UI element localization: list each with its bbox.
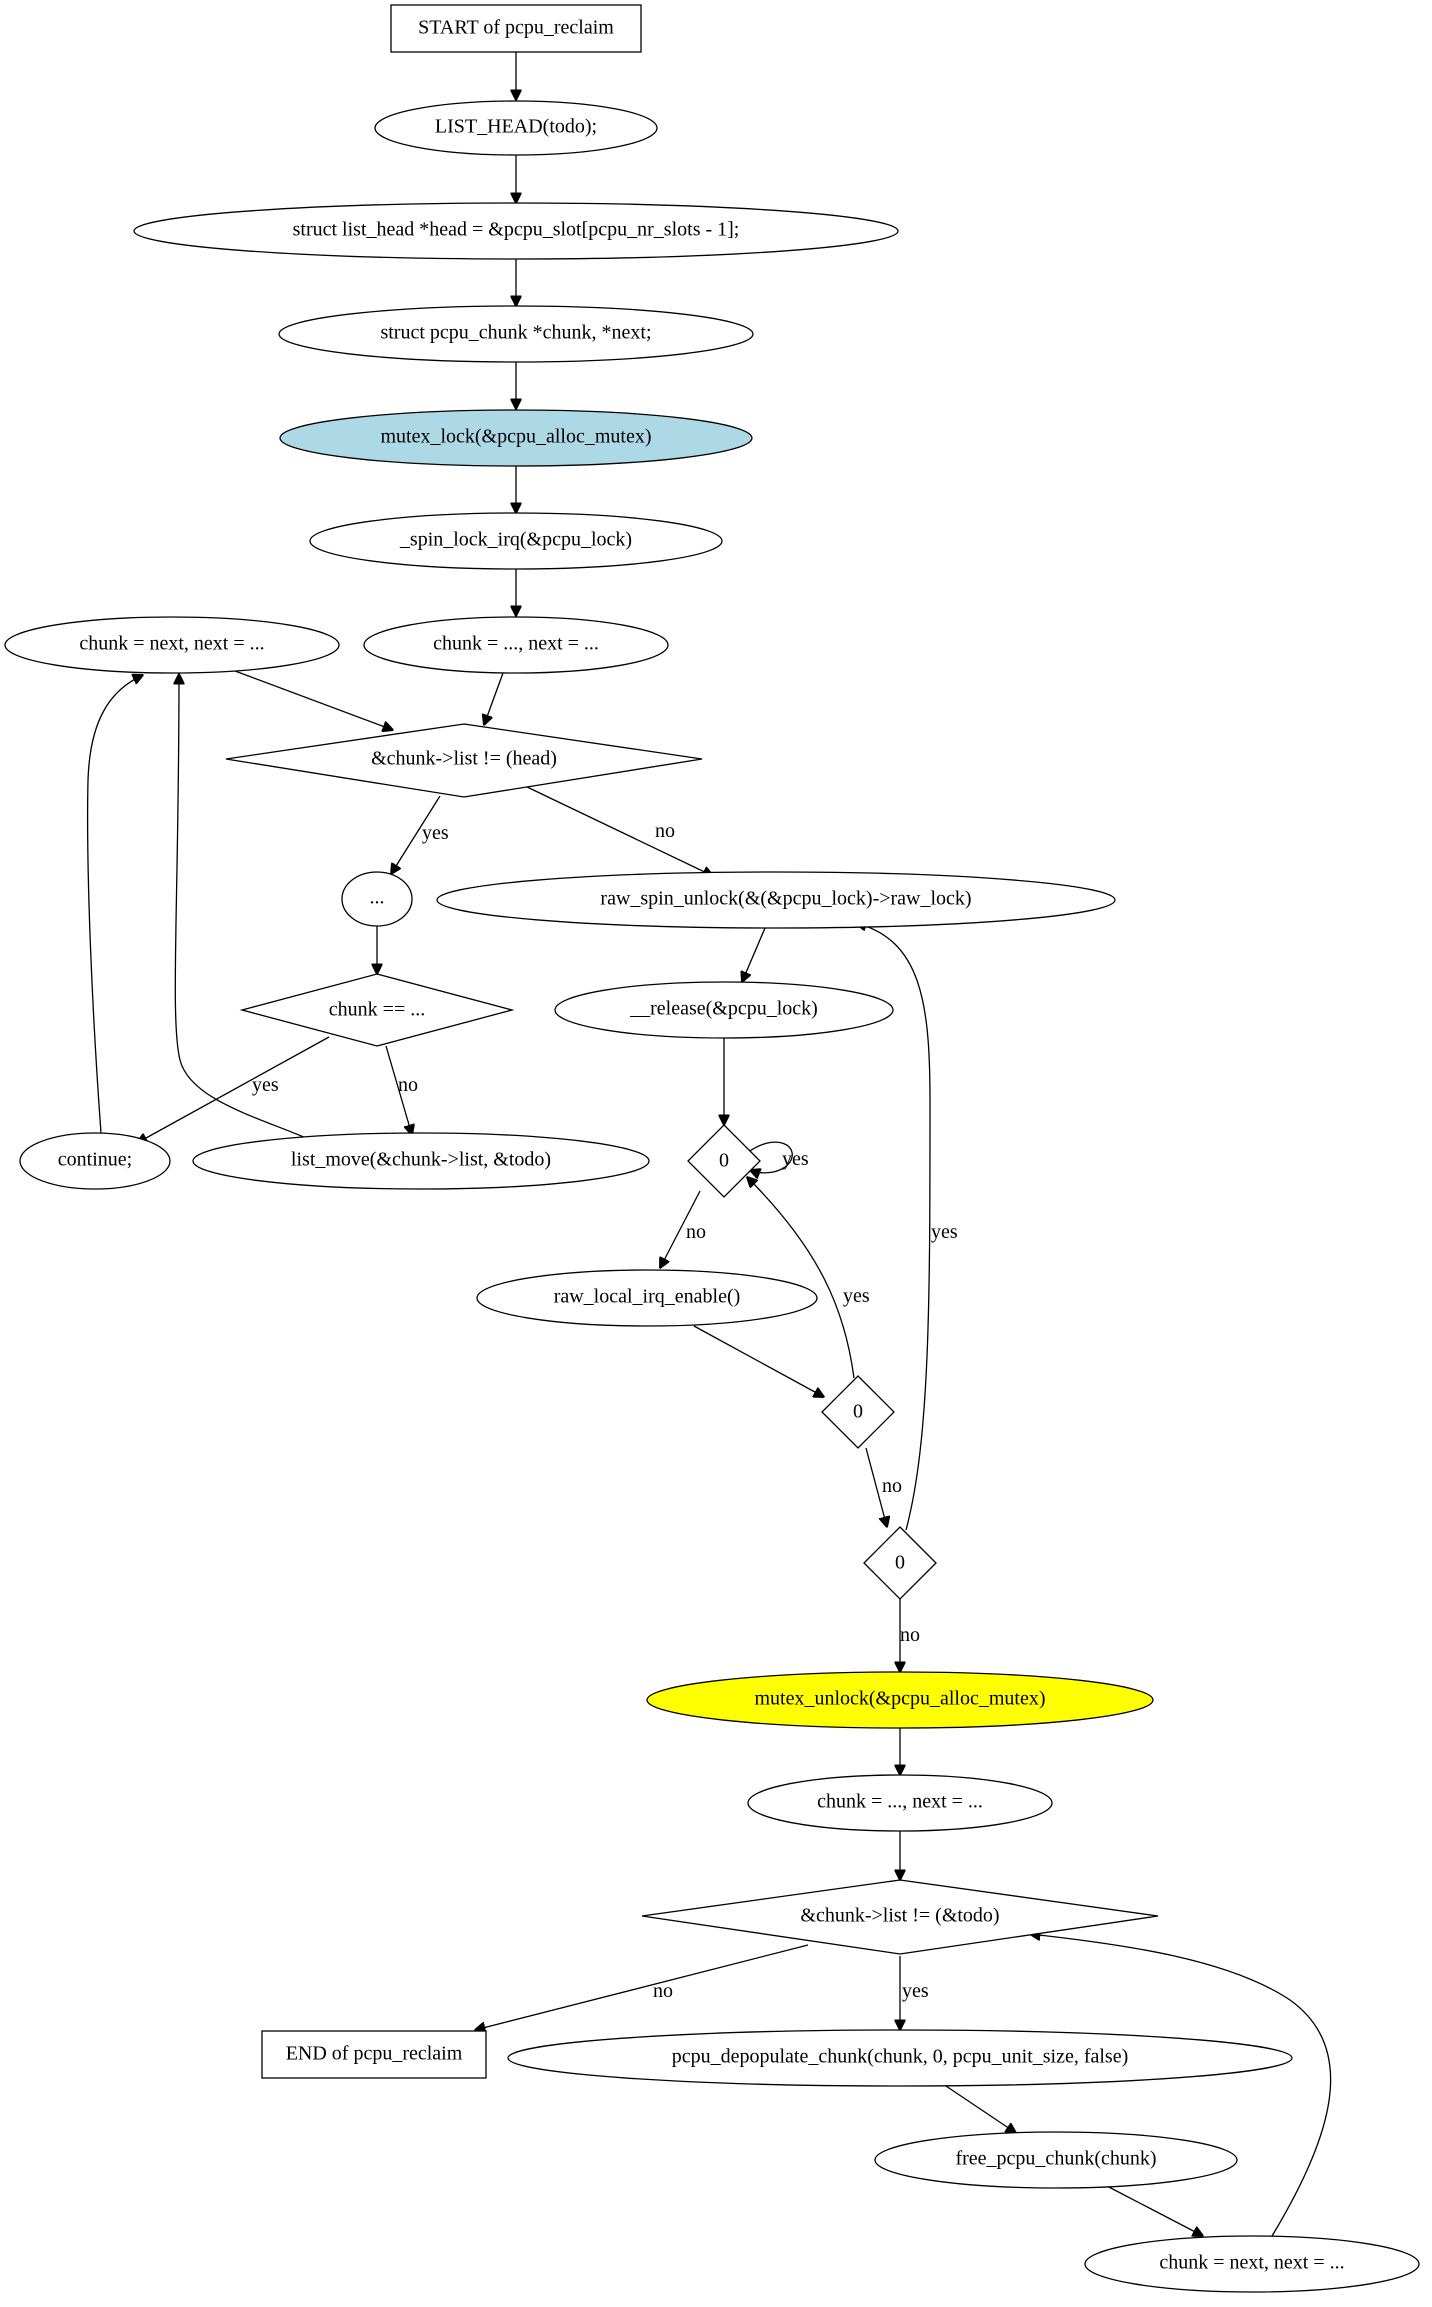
edge-chunk-eq-no-to-list-move xyxy=(385,1045,412,1135)
edge-label-no: no xyxy=(653,1980,673,2002)
release-node xyxy=(554,981,894,1039)
edge-zero3-yes-to-raw-unlock xyxy=(856,923,931,1531)
loop1-condition-diamond xyxy=(225,723,703,798)
loop2-next-label: chunk = next, next = ... xyxy=(1159,2252,1344,2274)
list-move-label: list_move(&chunk->list, &todo) xyxy=(291,1149,551,1171)
loop2-condition-label: &chunk->list != (&todo) xyxy=(800,1905,999,1927)
edge-zero1-no-to-irq-enable xyxy=(660,1190,701,1268)
edge-label-no: no xyxy=(655,820,675,842)
end-node-label: END of pcpu_reclaim xyxy=(286,2043,463,2065)
edge-free-chunk-to-loop2-next xyxy=(1104,2184,1203,2236)
irq-enable-label: raw_local_irq_enable() xyxy=(554,1286,741,1308)
loop1-next-node xyxy=(4,616,340,674)
edge-cond-yes-to-ellipsis xyxy=(391,795,441,874)
edge-zero2-yes-to-zero1 xyxy=(747,1177,855,1379)
edge-loop2-next-to-loop2-cond xyxy=(1030,1934,1332,2237)
edges xyxy=(86,52,1332,2237)
edge-list-move-to-loop1-next xyxy=(175,674,307,1139)
list-head-label: LIST_HEAD(todo); xyxy=(435,116,597,138)
chunk-eq-diamond xyxy=(239,973,515,1047)
release-label: __release(&pcpu_lock) xyxy=(629,998,818,1020)
head-decl-node xyxy=(133,202,899,260)
edge-raw-unlock-to-release xyxy=(742,927,766,982)
edge-irq-enable-to-zero2 xyxy=(693,1325,824,1397)
nodes: START of pcpu_reclaim LIST_HEAD(todo); s… xyxy=(4,4,1420,2293)
continue-label: continue; xyxy=(58,1149,132,1171)
start-node-label: START of pcpu_reclaim xyxy=(418,17,614,39)
zero2-label: 0 xyxy=(853,1401,863,1423)
zero3-label: 0 xyxy=(895,1552,905,1574)
edge-label-yes: yes xyxy=(422,822,449,844)
depopulate-node xyxy=(507,2029,1293,2087)
edge-label-no: no xyxy=(686,1221,706,1243)
list-head-node xyxy=(374,100,658,156)
loop1-next-label: chunk = next, next = ... xyxy=(79,633,264,655)
zero2-diamond xyxy=(821,1375,895,1449)
edge-cond-no-to-raw-unlock xyxy=(524,785,713,876)
edge-label-yes: yes xyxy=(782,1148,809,1170)
head-decl-label: struct list_head *head = &pcpu_slot[pcpu… xyxy=(293,219,740,241)
chunk-decl-label: struct pcpu_chunk *chunk, *next; xyxy=(380,322,651,344)
edge-loop1-next-to-cond xyxy=(234,670,393,730)
depopulate-label: pcpu_depopulate_chunk(chunk, 0, pcpu_uni… xyxy=(672,2046,1129,2068)
start-node-box xyxy=(390,4,642,53)
continue-node xyxy=(19,1132,171,1190)
edge-label-yes: yes xyxy=(931,1221,958,1243)
loop1-init-label: chunk = ..., next = ... xyxy=(433,633,599,655)
edge-label-yes: yes xyxy=(252,1074,279,1096)
edge-loop1-init-to-cond xyxy=(484,672,504,725)
edge-zero1-yes-self-loop xyxy=(746,1141,793,1173)
edge-continue-to-loop1-next xyxy=(86,675,143,1134)
edge-chunk-eq-yes-to-continue xyxy=(137,1036,330,1143)
edge-label-yes: yes xyxy=(902,1980,929,2002)
ellipsis-node xyxy=(341,871,413,927)
edge-labels: yes no yes no yes no yes yes no no no ye… xyxy=(252,820,958,2002)
mutex-unlock-node xyxy=(646,1671,1154,1729)
edge-label-no: no xyxy=(882,1475,902,1497)
edge-label-no: no xyxy=(900,1624,920,1646)
zero3-diamond xyxy=(863,1526,937,1600)
zero1-label: 0 xyxy=(719,1150,729,1172)
raw-unlock-node xyxy=(436,871,1116,929)
mutex-lock-node xyxy=(279,409,753,467)
loop2-init-label: chunk = ..., next = ... xyxy=(817,1791,983,1813)
free-chunk-node xyxy=(874,2131,1238,2189)
edge-zero2-no-to-zero3 xyxy=(865,1447,887,1527)
chunk-decl-node xyxy=(278,305,754,363)
loop2-init-node xyxy=(747,1774,1053,1832)
loop1-condition-label: &chunk->list != (head) xyxy=(371,748,557,770)
spin-lock-label: _spin_lock_irq(&pcpu_lock) xyxy=(399,529,632,551)
mutex-lock-label: mutex_lock(&pcpu_alloc_mutex) xyxy=(380,426,651,448)
loop2-next-node xyxy=(1084,2235,1420,2293)
edge-label-yes: yes xyxy=(843,1285,870,1307)
edge-loop2-cond-no-to-end xyxy=(475,1944,809,2030)
ellipsis-label: ... xyxy=(370,887,385,909)
chunk-eq-label: chunk == ... xyxy=(329,999,425,1021)
list-move-node xyxy=(192,1132,650,1190)
spin-lock-node xyxy=(309,512,723,570)
irq-enable-node xyxy=(476,1269,818,1327)
loop1-init-node xyxy=(363,616,669,674)
raw-unlock-label: raw_spin_unlock(&(&pcpu_lock)->raw_lock) xyxy=(600,888,971,910)
free-chunk-label: free_pcpu_chunk(chunk) xyxy=(955,2148,1156,2170)
mutex-unlock-label: mutex_unlock(&pcpu_alloc_mutex) xyxy=(754,1688,1045,1710)
loop2-condition-diamond xyxy=(641,1879,1159,1955)
edge-depopulate-to-free-chunk xyxy=(939,2081,1016,2133)
end-node-box xyxy=(261,2030,487,2079)
zero1-diamond xyxy=(687,1124,761,1198)
edge-label-no: no xyxy=(398,1074,418,1096)
